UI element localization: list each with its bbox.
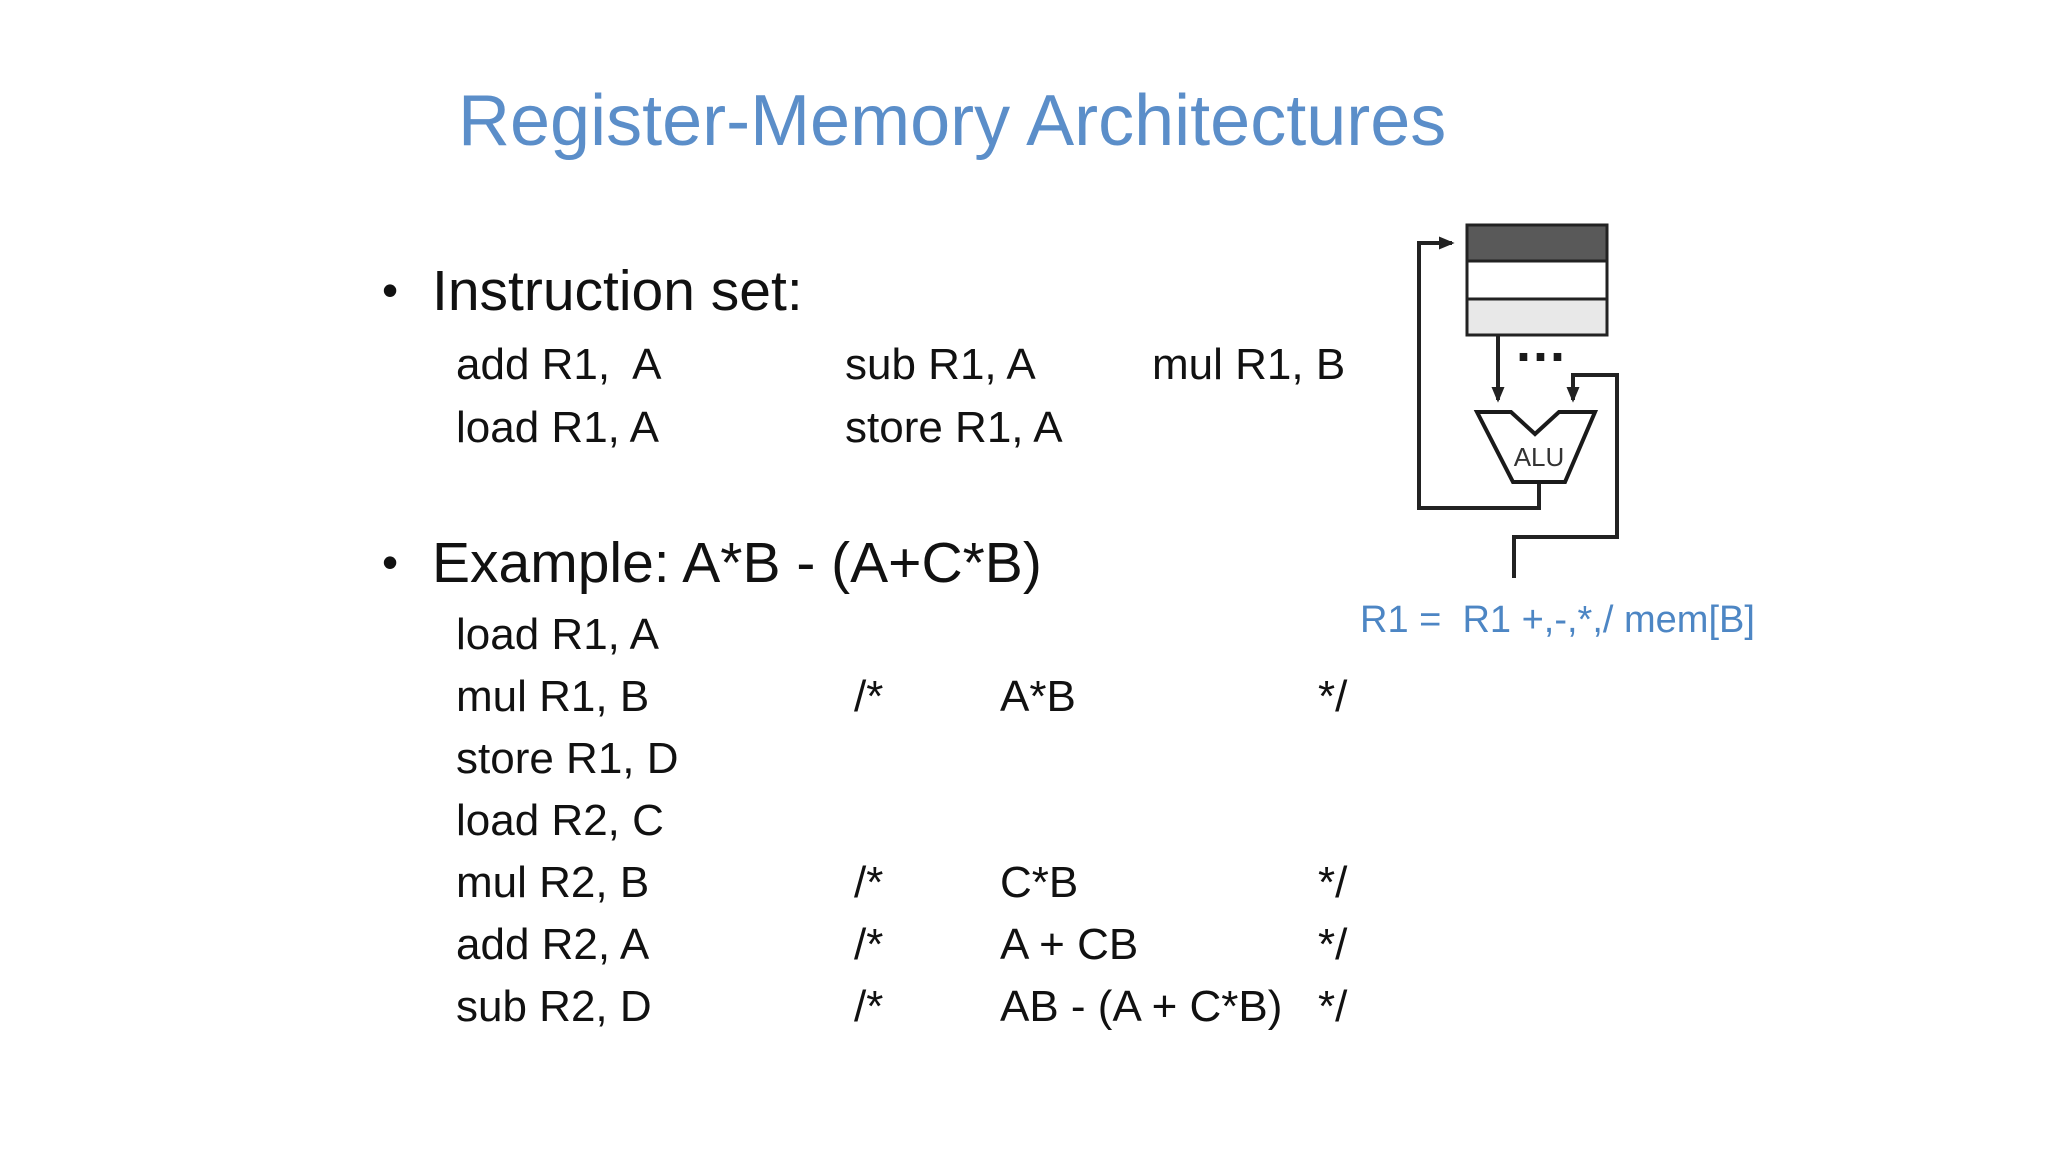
instruction-cell: load R1, A xyxy=(456,403,660,452)
memory-to-alu-arrow xyxy=(1512,373,1619,578)
comment-open: /* xyxy=(854,858,884,907)
ellipsis-dots: ... xyxy=(1516,313,1567,373)
alu-operation-annotation: R1 = R1 +,-,*,/ mem[B] xyxy=(1360,599,1755,641)
register-row-bottom xyxy=(1465,297,1609,337)
comment-open: /* xyxy=(854,982,884,1031)
instruction-cell: mul R1, B xyxy=(1152,340,1346,389)
code-instruction: sub R2, D xyxy=(456,982,652,1031)
comment-close: */ xyxy=(1318,982,1348,1031)
instruction-cell: store R1, A xyxy=(845,403,1063,452)
instruction-row: load R1, A store R1, A xyxy=(0,403,2048,459)
comment-text: A + CB xyxy=(1000,920,1139,969)
alu-to-register-feedback-arrow xyxy=(1417,236,1541,510)
register-alu-diagram: ... ALU xyxy=(1417,223,1619,578)
comment-close: */ xyxy=(1318,858,1348,907)
code-line: load R1, A xyxy=(0,610,2048,666)
comment-open: /* xyxy=(854,920,884,969)
bullet-icon: • xyxy=(382,264,399,316)
bullet-icon: • xyxy=(382,536,399,588)
code-instruction: mul R1, B xyxy=(456,672,650,721)
comment-close: */ xyxy=(1318,672,1348,721)
alu-label: ALU xyxy=(1514,442,1565,472)
code-instruction: store R1, D xyxy=(456,734,679,783)
example-heading: •Example: A*B - (A+C*B) xyxy=(382,535,1042,592)
alu-shape xyxy=(1473,410,1599,484)
comment-text: C*B xyxy=(1000,858,1079,907)
comment-open: /* xyxy=(854,672,884,721)
comment-text: AB - (A + C*B) xyxy=(1000,982,1283,1031)
code-line: mul R1, B /* A*B */ xyxy=(0,672,2048,728)
register-file xyxy=(1465,223,1609,337)
code-instruction: add R2, A xyxy=(456,920,650,969)
slide-title: Register-Memory Architectures xyxy=(458,81,1447,161)
instruction-set-heading: •Instruction set: xyxy=(382,263,803,320)
register-row-top xyxy=(1465,223,1609,263)
code-line: sub R2, D /* AB - (A + C*B) */ xyxy=(0,982,2048,1038)
code-instruction: load R1, A xyxy=(456,610,660,659)
instruction-cell: sub R1, A xyxy=(845,340,1036,389)
comment-text: A*B xyxy=(1000,672,1076,721)
example-heading-label: Example: A*B - (A+C*B) xyxy=(432,531,1042,595)
instruction-cell: add R1, A xyxy=(456,340,662,389)
instruction-set-heading-label: Instruction set: xyxy=(432,259,803,323)
comment-close: */ xyxy=(1318,920,1348,969)
code-line: mul R2, B /* C*B */ xyxy=(0,858,2048,914)
code-line: add R2, A /* A + CB */ xyxy=(0,920,2048,976)
code-line: store R1, D xyxy=(0,734,2048,790)
code-instruction: load R2, C xyxy=(456,796,664,845)
code-instruction: mul R2, B xyxy=(456,858,650,907)
code-line: load R2, C xyxy=(0,796,2048,852)
instruction-row: add R1, A sub R1, A mul R1, B xyxy=(0,340,2048,396)
